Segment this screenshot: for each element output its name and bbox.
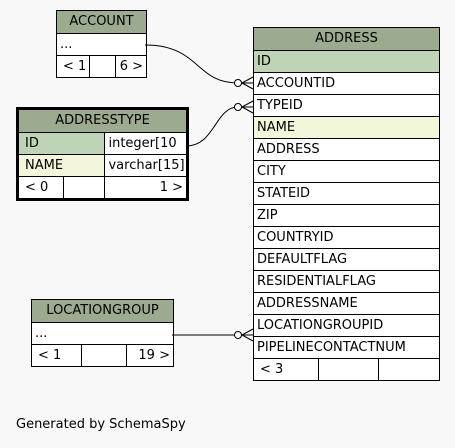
caption: Generated by SchemaSpy: [16, 417, 186, 432]
account-row: ...: [57, 33, 146, 55]
locationgroup-footer-mid: [81, 345, 126, 366]
addresstype-col-type: integer[10: [104, 133, 186, 154]
addresstype-crowfoot-icon: [234, 103, 242, 111]
address-col-residentialflag: RESIDENTIALFLAG: [254, 270, 439, 292]
address-col-name: NAME: [254, 116, 439, 138]
locationgroup-footer-parents: < 1: [38, 348, 62, 363]
addresstype-footer-mid: [63, 177, 104, 198]
locationgroup-table-title: LOCATIONGROUP: [32, 300, 173, 322]
address-col-pipelinecontactnum: PIPELINECONTACTNUM: [254, 336, 439, 358]
address-col-stateid: STATEID: [254, 182, 439, 204]
address-col-id: ID: [254, 50, 439, 72]
address-col-city: CITY: [254, 160, 439, 182]
address-col-accountid: ACCOUNTID: [254, 72, 439, 94]
account-footer-parents: < 1: [63, 59, 87, 74]
addresstype-address-relation: [185, 106, 253, 147]
addresstype-col-type: varchar[15]: [104, 155, 186, 176]
address-col-addressname: ADDRESSNAME: [254, 292, 439, 314]
account-footer: < 1 6 >: [57, 55, 146, 77]
account-table[interactable]: ACCOUNT ... < 1 6 >: [56, 10, 147, 78]
address-footer: < 3: [254, 358, 439, 380]
address-table-title: ADDRESS: [254, 28, 439, 50]
account-footer-children: 6 >: [115, 56, 146, 77]
address-col-address: ADDRESS: [254, 138, 439, 160]
account-footer-mid: [89, 56, 115, 77]
address-footer-children: [378, 359, 439, 380]
address-col-typeid: TYPEID: [254, 94, 439, 116]
locationgroup-table[interactable]: LOCATIONGROUP ... < 1 19 >: [31, 299, 174, 367]
addresstype-footer-children: 1 >: [104, 177, 186, 198]
locationgroup-row: ...: [32, 322, 173, 344]
address-footer-parents: < 3: [260, 362, 284, 377]
addresstype-row-id: ID integer[10: [19, 132, 186, 154]
address-col-defaultflag: DEFAULTFLAG: [254, 248, 439, 270]
address-col-countryid: COUNTRYID: [254, 226, 439, 248]
addresstype-col-name: ID: [25, 136, 39, 151]
addresstype-footer: < 0 1 >: [19, 176, 186, 198]
locationgroup-footer-children: 19 >: [125, 345, 173, 366]
addresstype-table[interactable]: ADDRESSTYPE ID integer[10 NAME varchar[1…: [16, 107, 189, 201]
addresstype-footer-parents: < 0: [25, 180, 49, 195]
address-col-locationgroupid: LOCATIONGROUPID: [254, 314, 439, 336]
account-table-title: ACCOUNT: [57, 11, 146, 33]
address-table[interactable]: ADDRESS ID ACCOUNTID TYPEID NAME ADDRESS…: [253, 27, 440, 381]
address-col-zip: ZIP: [254, 204, 439, 226]
account-crowfoot-icon: [234, 79, 242, 87]
addresstype-col-name: NAME: [25, 158, 64, 173]
locationgroup-footer: < 1 19 >: [32, 344, 173, 366]
locationgroup-crowfoot-icon: [234, 331, 242, 339]
address-footer-mid: [318, 359, 378, 380]
addresstype-table-title: ADDRESSTYPE: [19, 110, 186, 132]
addresstype-row-name: NAME varchar[15]: [19, 154, 186, 176]
account-address-relation: [144, 44, 253, 84]
